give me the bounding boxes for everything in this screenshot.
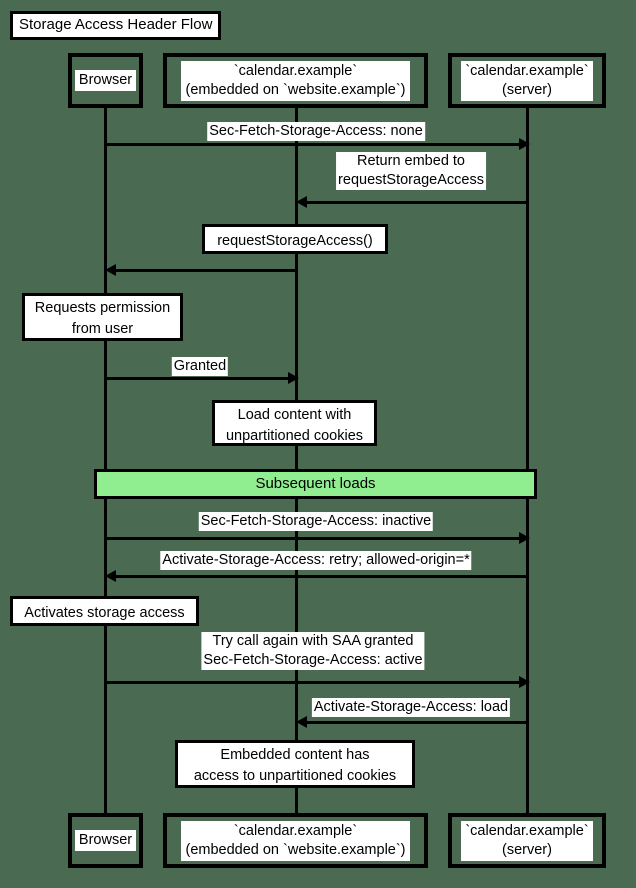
participant-browser-bottom[interactable]: Browser bbox=[68, 813, 143, 868]
message-arrow-7-head-icon bbox=[519, 676, 530, 688]
participant-embed-bottom-label: `calendar.example` (embedded on `website… bbox=[181, 820, 410, 861]
message-label-activate-retry: Activate-Storage-Access: retry; allowed-… bbox=[160, 551, 472, 570]
section-subsequent-loads: Subsequent loads bbox=[94, 469, 537, 499]
message-arrow-1-line bbox=[105, 143, 520, 146]
message-arrow-1-head-icon bbox=[519, 138, 530, 150]
participant-server-bottom-label: `calendar.example` (server) bbox=[461, 820, 593, 861]
message-arrow-5-line bbox=[105, 537, 520, 540]
note-requests-permission: Requests permission from user bbox=[22, 293, 183, 341]
message-arrow-4-head-icon bbox=[288, 372, 299, 384]
message-label-granted: Granted bbox=[171, 357, 229, 376]
message-label-sec-fetch-inactive: Sec-Fetch-Storage-Access: inactive bbox=[198, 512, 434, 531]
message-arrow-4-line bbox=[105, 377, 289, 380]
message-arrow-5-head-icon bbox=[519, 532, 530, 544]
participant-server-top[interactable]: `calendar.example` (server) bbox=[448, 53, 606, 108]
participant-browser-top-label: Browser bbox=[74, 70, 137, 91]
message-arrow-8-head-icon bbox=[296, 716, 307, 728]
message-arrow-3-line bbox=[116, 269, 296, 272]
message-arrow-2-head-icon bbox=[296, 196, 307, 208]
message-arrow-8-line bbox=[307, 721, 527, 724]
message-label-try-call-again: Try call again with SAA granted Sec-Fetc… bbox=[201, 632, 425, 670]
participant-embed-top-label: `calendar.example` (embedded on `website… bbox=[181, 60, 410, 101]
message-label-return-embed: Return embed to requestStorageAccess bbox=[336, 152, 486, 190]
message-label-activate-load: Activate-Storage-Access: load bbox=[311, 698, 511, 717]
message-arrow-7-line bbox=[105, 681, 520, 684]
lifeline-browser bbox=[104, 108, 107, 813]
diagram-title: Storage Access Header Flow bbox=[10, 11, 222, 40]
note-embedded-content-access: Embedded content has access to unpartiti… bbox=[175, 740, 415, 788]
message-box-request-storage-access: requestStorageAccess() bbox=[202, 224, 388, 254]
lifeline-server bbox=[526, 108, 529, 813]
message-arrow-6-head-icon bbox=[105, 570, 116, 582]
note-activates-storage-access: Activates storage access bbox=[10, 596, 199, 626]
note-load-content: Load content with unpartitioned cookies bbox=[212, 400, 377, 446]
participant-server-top-label: `calendar.example` (server) bbox=[461, 60, 593, 101]
message-arrow-3-head-icon bbox=[105, 264, 116, 276]
message-arrow-2-line bbox=[307, 201, 527, 204]
message-arrow-6-line bbox=[116, 575, 527, 578]
message-label-sec-fetch-none: Sec-Fetch-Storage-Access: none bbox=[207, 122, 425, 141]
participant-browser-bottom-label: Browser bbox=[74, 830, 137, 851]
lifeline-embed bbox=[295, 108, 298, 813]
participant-browser-top[interactable]: Browser bbox=[68, 53, 143, 108]
participant-embed-top[interactable]: `calendar.example` (embedded on `website… bbox=[163, 53, 428, 108]
participant-embed-bottom[interactable]: `calendar.example` (embedded on `website… bbox=[163, 813, 428, 868]
participant-server-bottom[interactable]: `calendar.example` (server) bbox=[448, 813, 606, 868]
